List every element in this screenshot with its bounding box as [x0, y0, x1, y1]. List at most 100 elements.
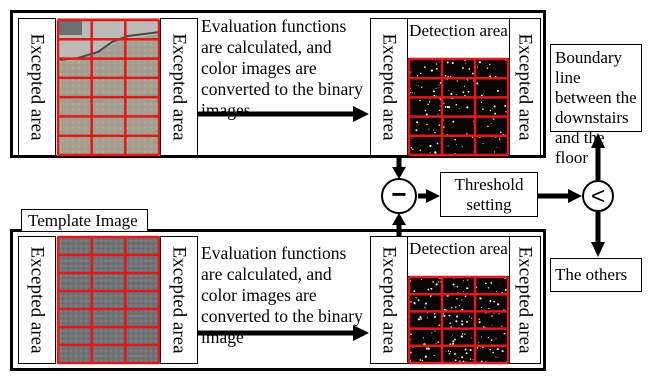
noise-dot [493, 118, 495, 120]
noise-dot [429, 295, 432, 297]
noise-dot [425, 302, 427, 305]
noise-dot [447, 90, 449, 92]
noise-dot [466, 320, 468, 323]
noise-dot [418, 85, 420, 87]
noise-dot [491, 123, 492, 124]
noise-dot [476, 82, 479, 85]
noise-dot [489, 300, 492, 302]
noise-dot [495, 291, 498, 293]
noise-dot [489, 63, 491, 66]
noise-dot [448, 352, 451, 355]
noise-dot [411, 138, 413, 140]
noise-dot [438, 281, 440, 283]
noise-dot [481, 94, 483, 97]
noise-dot [462, 280, 464, 282]
top-detection-title: Detection area [409, 21, 508, 40]
noise-dot [413, 290, 416, 292]
noise-dot [501, 291, 503, 294]
noise-dot [469, 358, 472, 360]
noise-dot [457, 357, 459, 359]
noise-dot [466, 287, 469, 289]
noise-dot [420, 278, 422, 280]
noise-dot [429, 152, 431, 153]
noise-dot [452, 340, 455, 343]
noise-dot [437, 341, 440, 343]
noise-dot [435, 342, 437, 344]
noise-dot [455, 104, 458, 106]
noise-dot [455, 320, 458, 323]
noise-dot [461, 356, 464, 359]
noise-dot [412, 92, 414, 94]
noise-dot [415, 85, 417, 86]
noise-dot [410, 146, 413, 149]
noise-dot [481, 336, 483, 338]
noise-dot [434, 330, 436, 332]
noise-dot [424, 307, 426, 309]
noise-dot [438, 61, 440, 63]
noise-dot [487, 125, 489, 128]
noise-dot [493, 300, 496, 303]
noise-dot [484, 282, 487, 285]
noise-dot [455, 315, 459, 318]
noise-dot [452, 334, 453, 336]
noise-dot [436, 142, 439, 145]
noise-dot [489, 348, 492, 351]
noise-dot [413, 92, 415, 94]
noise-dot [434, 316, 436, 318]
arrow-top-process-head [353, 106, 369, 122]
template-photo-grid [56, 235, 161, 365]
noise-dot [430, 69, 433, 72]
noise-dot [452, 342, 455, 345]
noise-dot [454, 138, 457, 141]
noise-dot [438, 87, 440, 89]
noise-dot [434, 131, 436, 134]
noise-dot [420, 318, 422, 320]
noise-dot [468, 316, 470, 318]
noise-dot [478, 318, 480, 320]
arrow-compare-to-boundary-head [591, 133, 605, 148]
noise-dot [415, 129, 418, 132]
bottom-detection-left-excepted-area: Excepted area [370, 236, 408, 364]
noise-dot [427, 288, 430, 291]
noise-dot [496, 348, 499, 351]
compare-operator-circle [582, 180, 614, 212]
top-description: Evaluation functions are calculated, and… [201, 16, 363, 120]
noise-dot [493, 151, 496, 153]
noise-dot [464, 295, 467, 298]
noise-dot [466, 106, 469, 109]
noise-dot [427, 347, 430, 350]
noise-dot [439, 109, 441, 112]
top-binary-grid [407, 57, 510, 157]
threshold-setting-box: Threshold setting [440, 172, 538, 217]
noise-dot [433, 354, 435, 356]
noise-dot [490, 339, 493, 341]
noise-dot [483, 93, 484, 95]
noise-dot [486, 67, 489, 69]
noise-dot [410, 333, 412, 336]
noise-dot [464, 63, 466, 65]
noise-dot [430, 287, 433, 290]
noise-dot [419, 316, 422, 319]
top-detection-left-excepted-area: Excepted area [370, 18, 408, 156]
noise-dot [419, 72, 422, 75]
noise-dot [456, 298, 458, 300]
noise-dot [487, 336, 490, 339]
noise-dot [445, 350, 447, 352]
noise-dot [455, 144, 457, 146]
noise-dot [426, 317, 428, 319]
noise-dot [497, 357, 499, 358]
noise-dot [495, 356, 497, 358]
noise-dot [410, 301, 412, 303]
noise-dot [464, 348, 467, 351]
noise-dot [451, 62, 454, 65]
arrow-compare-to-others-head [591, 242, 605, 257]
noise-dot [497, 303, 500, 306]
noise-dot [499, 138, 501, 140]
noise-dot [419, 149, 422, 152]
noise-dot [501, 350, 504, 353]
noise-dot [446, 61, 449, 64]
noise-dot [447, 75, 449, 78]
noise-dot [451, 307, 453, 309]
noise-dot [453, 286, 455, 288]
noise-dot [454, 338, 456, 341]
